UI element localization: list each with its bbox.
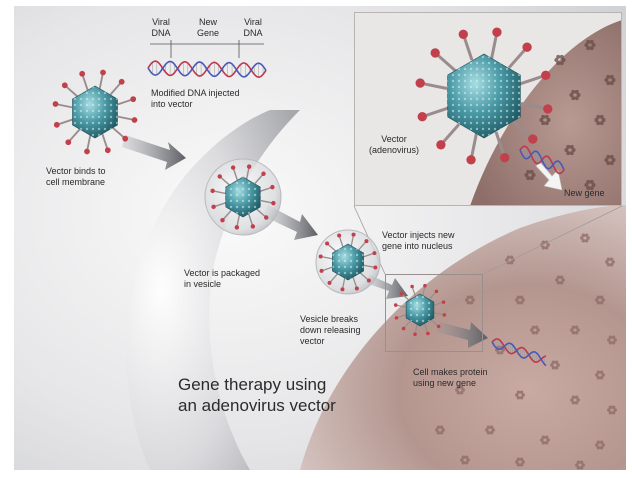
dna-helix-protein <box>491 338 547 367</box>
nucleus-pores <box>435 233 617 470</box>
adenovirus-particles <box>52 27 553 337</box>
dna-label-ticks <box>150 40 264 58</box>
label-cell-makes-protein: Cell makes protein using new gene <box>413 367 488 388</box>
label-vesicle-breaks: Vesicle breaks down releasing vector <box>300 314 361 346</box>
label-inset-vector: Vector (adenovirus) <box>368 134 420 155</box>
label-vector-binds: Vector binds to cell membrane <box>46 166 106 187</box>
virus-in-vesicle <box>210 164 276 230</box>
title-line-2: an adenovirus vector <box>178 396 336 415</box>
virus-released <box>393 283 447 337</box>
label-inset-new-gene: New gene <box>564 188 605 198</box>
dna-helix-inset <box>519 145 565 175</box>
virus-free <box>52 69 138 155</box>
label-new-gene: New Gene <box>196 17 220 38</box>
virus-in-small-vesicle <box>318 232 378 292</box>
label-vector-packaged: Vector is packaged in vesicle <box>184 268 261 289</box>
label-vector-injects: Vector injects new gene into nucleus <box>382 230 455 251</box>
cell-membrane <box>126 110 300 470</box>
inset-pores <box>524 39 616 191</box>
diagram-title: Gene therapy using an adenovirus vector <box>178 374 336 416</box>
dna-helix-main <box>147 60 267 79</box>
label-modified-dna: Modified DNA injected into vector <box>151 88 240 109</box>
virus-inset <box>415 27 553 165</box>
label-viral-dna-left: Viral DNA <box>151 17 171 38</box>
label-viral-dna-right: Viral DNA <box>243 17 263 38</box>
title-line-1: Gene therapy using <box>178 375 327 394</box>
